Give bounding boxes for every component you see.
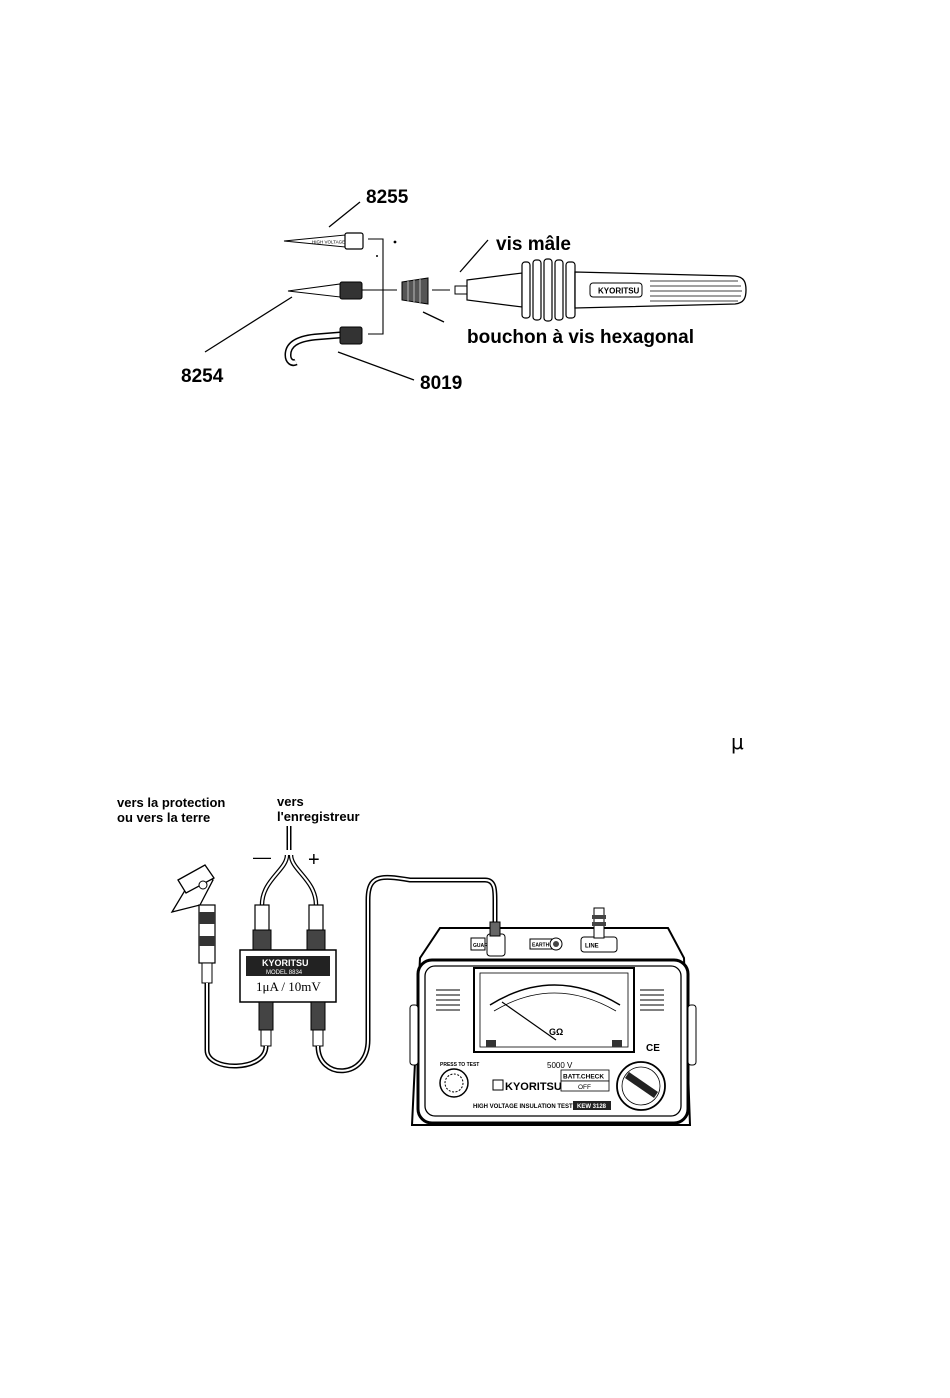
svg-text:KYORITSU: KYORITSU xyxy=(262,958,309,968)
svg-text:PRESS TO TEST: PRESS TO TEST xyxy=(440,1062,479,1068)
svg-text:KEW 3128: KEW 3128 xyxy=(577,1104,607,1110)
alligator-clip xyxy=(172,865,215,983)
svg-text:MODEL 8834: MODEL 8834 xyxy=(266,970,303,976)
svg-text:OFF: OFF xyxy=(578,1084,591,1091)
svg-text:EARTH: EARTH xyxy=(532,943,550,949)
plus-sign: + xyxy=(308,849,320,871)
adapter-8834: KYORITSU MODEL 8834 1μA / 10mV xyxy=(240,950,336,1002)
adapter-bottom-plugs xyxy=(259,1002,325,1046)
tester-title: HIGH VOLTAGE INSULATION TESTER xyxy=(473,1104,582,1110)
ce-mark: CE xyxy=(646,1043,660,1054)
minus-sign: — xyxy=(253,847,271,867)
insulation-tester: GUARD EARTH LINE GΩ CE PRESS TO TEST 500… xyxy=(410,908,696,1125)
svg-text:5000 V: 5000 V xyxy=(547,1061,573,1070)
adapter-top-plugs xyxy=(253,905,325,952)
svg-text:LINE: LINE xyxy=(585,944,599,950)
adapter-ratio: 1μA / 10mV xyxy=(256,979,321,994)
svg-text:BATT.CHECK: BATT.CHECK xyxy=(563,1074,604,1081)
tester-brand: KYORITSU xyxy=(505,1081,562,1093)
svg-text:GΩ: GΩ xyxy=(549,1027,563,1037)
